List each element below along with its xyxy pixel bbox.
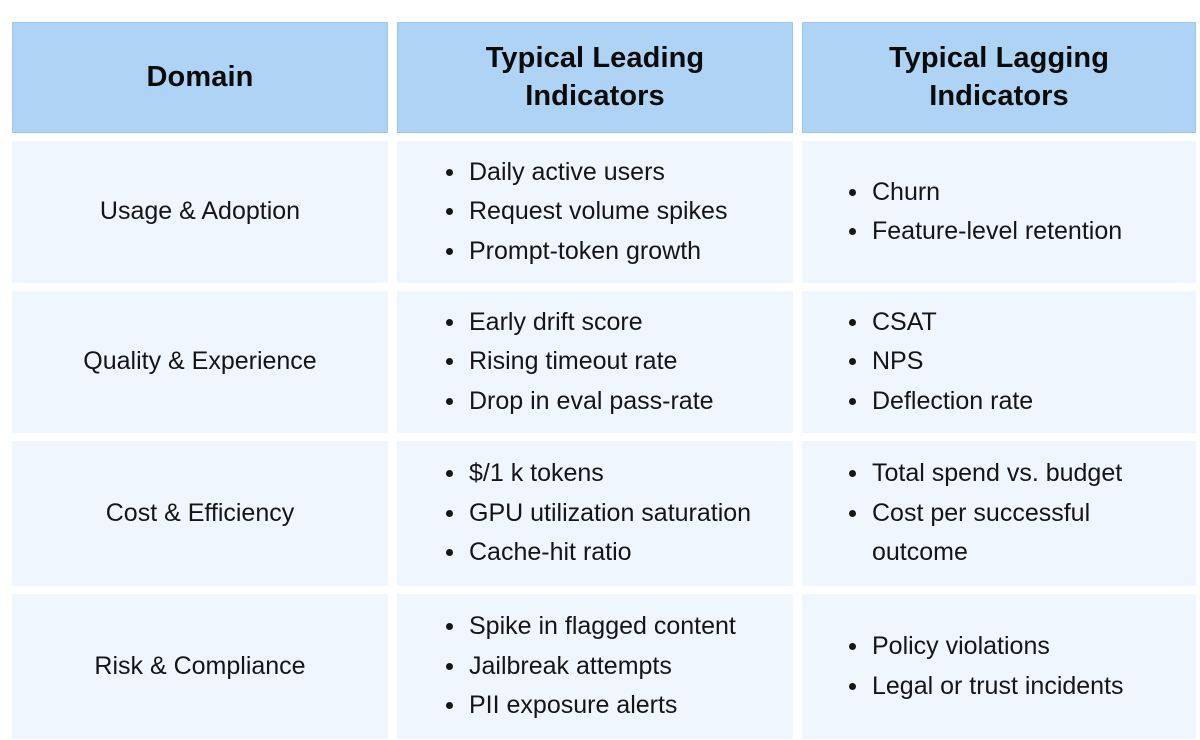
column-header-leading-indicators-label: Typical Leading Indicators [445,40,745,114]
lagging-indicator-list: Total spend vs. budget Cost per successf… [802,454,1196,573]
leading-indicator-list: $/1 k tokens GPU utilization saturation … [397,454,793,573]
list-item: CSAT [846,303,1182,343]
column-header-lagging-indicators-label: Typical Lagging Indicators [849,40,1149,114]
list-item: Cost per successful outcome [846,494,1182,573]
table-row: Churn Feature-level retention [802,141,1196,283]
table-row: Usage & Adoption [12,141,388,283]
lagging-indicator-list: Churn Feature-level retention [802,173,1196,252]
list-item: Cache-hit ratio [443,533,779,573]
column-header-lagging-indicators: Typical Lagging Indicators [802,22,1196,133]
list-item: Churn [846,173,1182,213]
list-item: $/1 k tokens [443,454,779,494]
list-item: NPS [846,342,1182,382]
table-row: Total spend vs. budget Cost per successf… [802,441,1196,586]
list-item: Jailbreak attempts [443,647,779,687]
list-item: Total spend vs. budget [846,454,1182,494]
list-item: Prompt-token growth [443,232,779,272]
list-item: Legal or trust incidents [846,667,1182,707]
domain-label: Risk & Compliance [94,651,306,680]
table-row: Policy violations Legal or trust inciden… [802,594,1196,739]
list-item: Spike in flagged content [443,607,779,647]
list-item: Feature-level retention [846,212,1182,252]
list-item: Early drift score [443,303,779,343]
table-row: Early drift score Rising timeout rate Dr… [397,291,793,433]
list-item: PII exposure alerts [443,686,779,726]
domain-label: Quality & Experience [83,347,317,376]
header-line-1: Typical Leading [485,42,705,75]
list-item: Daily active users [443,153,779,193]
table-row: Spike in flagged content Jailbreak attem… [397,594,793,739]
table-row: $/1 k tokens GPU utilization saturation … [397,441,793,586]
table-row: Risk & Compliance [12,594,388,739]
table-row: Daily active users Request volume spikes… [397,141,793,283]
domain-label: Usage & Adoption [99,197,301,226]
lagging-indicator-list: CSAT NPS Deflection rate [802,303,1196,422]
column-header-domain-label: Domain [146,60,254,93]
indicators-table: Domain Typical Leading Indicators Typica… [12,22,1196,739]
list-item: Request volume spikes [443,192,779,232]
list-item: Rising timeout rate [443,342,779,382]
header-line-1: Typical Lagging [888,42,1110,75]
list-item: GPU utilization saturation [443,494,779,534]
table-row: Quality & Experience [12,291,388,433]
lagging-indicator-list: Policy violations Legal or trust inciden… [802,627,1196,706]
leading-indicator-list: Daily active users Request volume spikes… [397,153,793,272]
column-header-leading-indicators: Typical Leading Indicators [397,22,793,133]
header-line-2: Indicators [929,79,1069,112]
list-item: Deflection rate [846,382,1182,422]
header-line-2: Indicators [525,79,665,112]
table-grid: Domain Typical Leading Indicators Typica… [12,22,1196,739]
leading-indicator-list: Spike in flagged content Jailbreak attem… [397,607,793,726]
list-item: Policy violations [846,627,1182,667]
leading-indicator-list: Early drift score Rising timeout rate Dr… [397,303,793,422]
table-row: CSAT NPS Deflection rate [802,291,1196,433]
table-row: Cost & Efficiency [12,441,388,586]
domain-label: Cost & Efficiency [105,498,295,527]
column-header-domain: Domain [12,22,388,133]
list-item: Drop in eval pass-rate [443,382,779,422]
